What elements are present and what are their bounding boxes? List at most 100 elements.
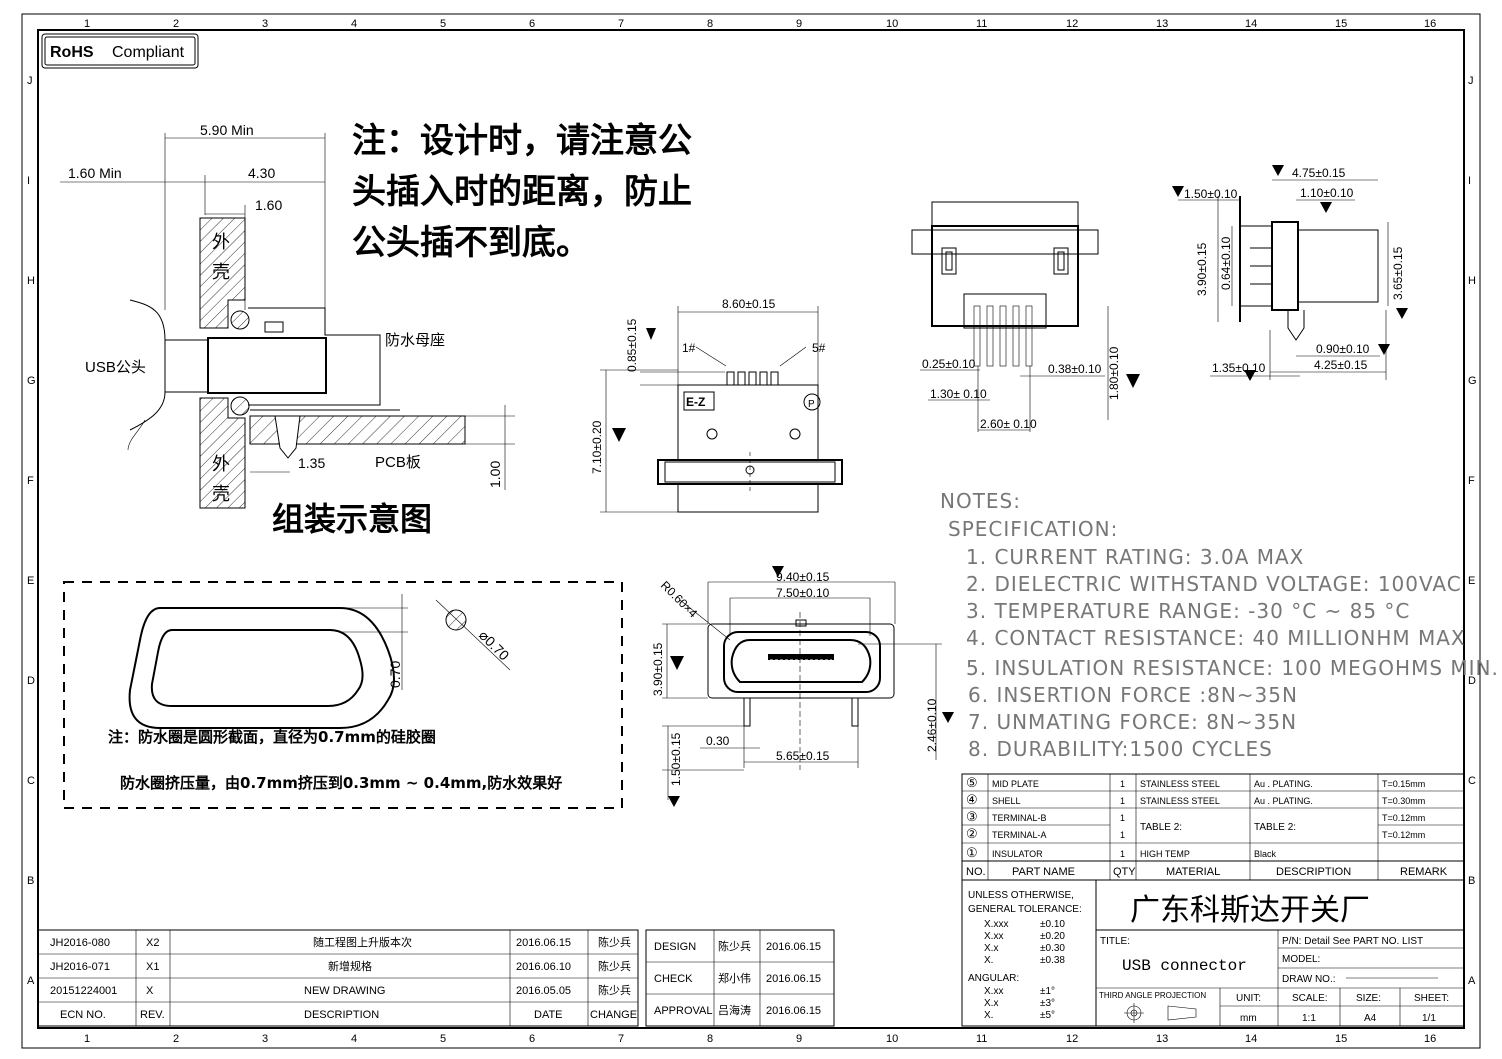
column-label-top: 15 <box>1335 18 1347 30</box>
column-label-bottom: 15 <box>1335 1033 1347 1045</box>
bom-qty: 1 <box>1120 813 1125 823</box>
gasket-inner <box>150 629 364 707</box>
bom-table2-material: TABLE 2: <box>1140 822 1182 833</box>
dim-1-50: 1.50±0.10 <box>1184 187 1238 201</box>
bom-no: ⑤ <box>966 775 978 790</box>
bom-part-name: SHELL <box>992 796 1021 806</box>
dim-0-64: 0.64±0.10 <box>1219 236 1233 290</box>
dim-0-38: 0.38±0.10 <box>1048 362 1102 376</box>
dim-1-00: 1.00 <box>487 461 503 488</box>
approval-role: DESIGN <box>654 941 696 953</box>
gasket-outer <box>128 607 395 729</box>
pcb-label: PCB板 <box>375 453 421 471</box>
tol-key: X. <box>984 955 993 966</box>
column-label-top: 3 <box>262 18 268 30</box>
column-label-bottom: 10 <box>886 1033 898 1045</box>
tol-heading-1: UNLESS OTHERWISE, <box>968 890 1074 901</box>
bom-hdr-part: PART NAME <box>1012 866 1075 878</box>
face-view: R0.60×4 9.40±0.15 7.50±0.10 3.90±0.15 2.… <box>651 566 954 807</box>
column-label-top: 14 <box>1245 18 1257 30</box>
rev-date: 2016.05.05 <box>516 985 571 997</box>
tol-key: X.x <box>984 943 998 954</box>
row-label-right: H <box>1468 275 1476 287</box>
bom-qty: 1 <box>1120 830 1125 840</box>
column-label-bottom: 11 <box>976 1033 987 1045</box>
column-label-bottom: 16 <box>1424 1033 1436 1045</box>
dim-1-80: 1.80±0.10 <box>1107 346 1121 400</box>
row-label-right: F <box>1468 475 1475 487</box>
column-label-top: 10 <box>886 18 898 30</box>
row-label-left: G <box>27 375 36 387</box>
shell-bottom-label-1: 外 <box>212 454 230 475</box>
bom-material: HIGH TEMP <box>1140 849 1190 859</box>
unit-value: mm <box>1240 1013 1257 1024</box>
compliant-label: Compliant <box>112 44 185 61</box>
rev-code: X2 <box>146 937 159 949</box>
column-label-bottom: 1 <box>84 1033 90 1045</box>
row-label-left: D <box>27 675 35 687</box>
design-note-cn: 注：设计时，请注意公 头插入时的距离，防止 公头插不到底。 <box>352 121 692 263</box>
row-label-right: C <box>1468 775 1476 787</box>
tol-key: X.xxx <box>984 919 1008 930</box>
size-value: A4 <box>1364 1013 1377 1024</box>
rev-hdr-desc: DESCRIPTION <box>304 1009 379 1021</box>
pin-5-label: 5# <box>812 341 826 355</box>
bom-part-name: TERMINAL-B <box>992 813 1047 823</box>
dim-3-65: 3.65±0.15 <box>1391 246 1405 300</box>
dim-3-90: 3.90±0.15 <box>1195 242 1209 296</box>
column-label-top: 2 <box>173 18 179 30</box>
bom-part-name: INSULATOR <box>992 849 1043 859</box>
column-label-bottom: 8 <box>707 1033 713 1045</box>
rev-description: NEW DRAWING <box>304 985 385 997</box>
scale-value: 1:1 <box>1302 1013 1316 1024</box>
approval-name: 吕海涛 <box>718 1003 751 1017</box>
row-label-right: D <box>1468 675 1476 687</box>
projection-label: THIRD ANGLE PROJECTION <box>1099 991 1206 1000</box>
dim-1-10: 1.10±0.10 <box>1300 186 1354 200</box>
drawing-title: USB connector <box>1122 957 1247 975</box>
column-label-top: 13 <box>1156 18 1168 30</box>
angular-value: ±3° <box>1040 998 1055 1009</box>
row-label-left: F <box>27 475 34 487</box>
approval-role: APPROVAL <box>654 1005 713 1017</box>
column-label-top: 11 <box>976 18 987 30</box>
pin-view: 0.25±0.10 1.30± 0.10 0.38±0.10 1.80±0.10… <box>911 201 1140 432</box>
row-label-right: B <box>1468 875 1475 887</box>
gasket-note-1: 注：防水圈是圆形截面，直径为0.7mm的硅胶圈 <box>108 728 436 746</box>
tol-heading-2: GENERAL TOLERANCE: <box>968 904 1082 915</box>
notes-section: NOTES: SPECIFICATION: 1. CURRENT RATING:… <box>940 489 1499 761</box>
dim-0-30: 0.30 <box>706 734 730 748</box>
shell-top <box>199 217 246 329</box>
bom-hdr-material: MATERIAL <box>1166 866 1220 878</box>
front-view: 8.60±0.15 0.85±0.15 1# 5# E-Z P 7.10±0.2… <box>590 297 843 513</box>
dim-r0-60: R0.60×4 <box>658 578 700 620</box>
column-label-top: 5 <box>440 18 446 30</box>
column-label-bottom: 9 <box>796 1033 802 1045</box>
title-label: TITLE: <box>1100 936 1130 947</box>
column-label-bottom: 6 <box>529 1033 535 1045</box>
spec-item: 2. DIELECTRIC WITHSTAND VOLTAGE: 100VAC <box>966 572 1462 596</box>
rohs-badge: RoHS Compliant <box>41 33 199 69</box>
dim-3-90-face: 3.90±0.15 <box>651 642 665 696</box>
dim-4-30: 4.30 <box>248 165 275 181</box>
spec-item: 5. INSULATION RESISTANCE: 100 MEGOHMS MI… <box>966 656 1499 680</box>
rev-hdr-change: CHANGE <box>590 1009 637 1021</box>
angular-key: X.xx <box>984 986 1003 997</box>
rev-description: 新增规格 <box>328 959 372 973</box>
row-label-left: I <box>27 175 30 187</box>
bom-hdr-no: NO. <box>966 866 986 878</box>
column-label-top: 8 <box>707 18 713 30</box>
tol-value: ±0.38 <box>1040 955 1065 966</box>
rev-ecn: JH2016-080 <box>50 937 110 949</box>
size-heading: SIZE: <box>1356 993 1381 1004</box>
dim-1-60: 1.60 <box>255 197 282 213</box>
rev-date: 2016.06.10 <box>516 961 571 973</box>
shell-bottom-label-2: 壳 <box>212 484 230 505</box>
shell-top-label-1: 外 <box>212 232 230 253</box>
angular-key: X.x <box>984 998 998 1009</box>
dim-2-60: 2.60± 0.10 <box>980 417 1037 431</box>
angular-value: ±5° <box>1040 1010 1055 1021</box>
